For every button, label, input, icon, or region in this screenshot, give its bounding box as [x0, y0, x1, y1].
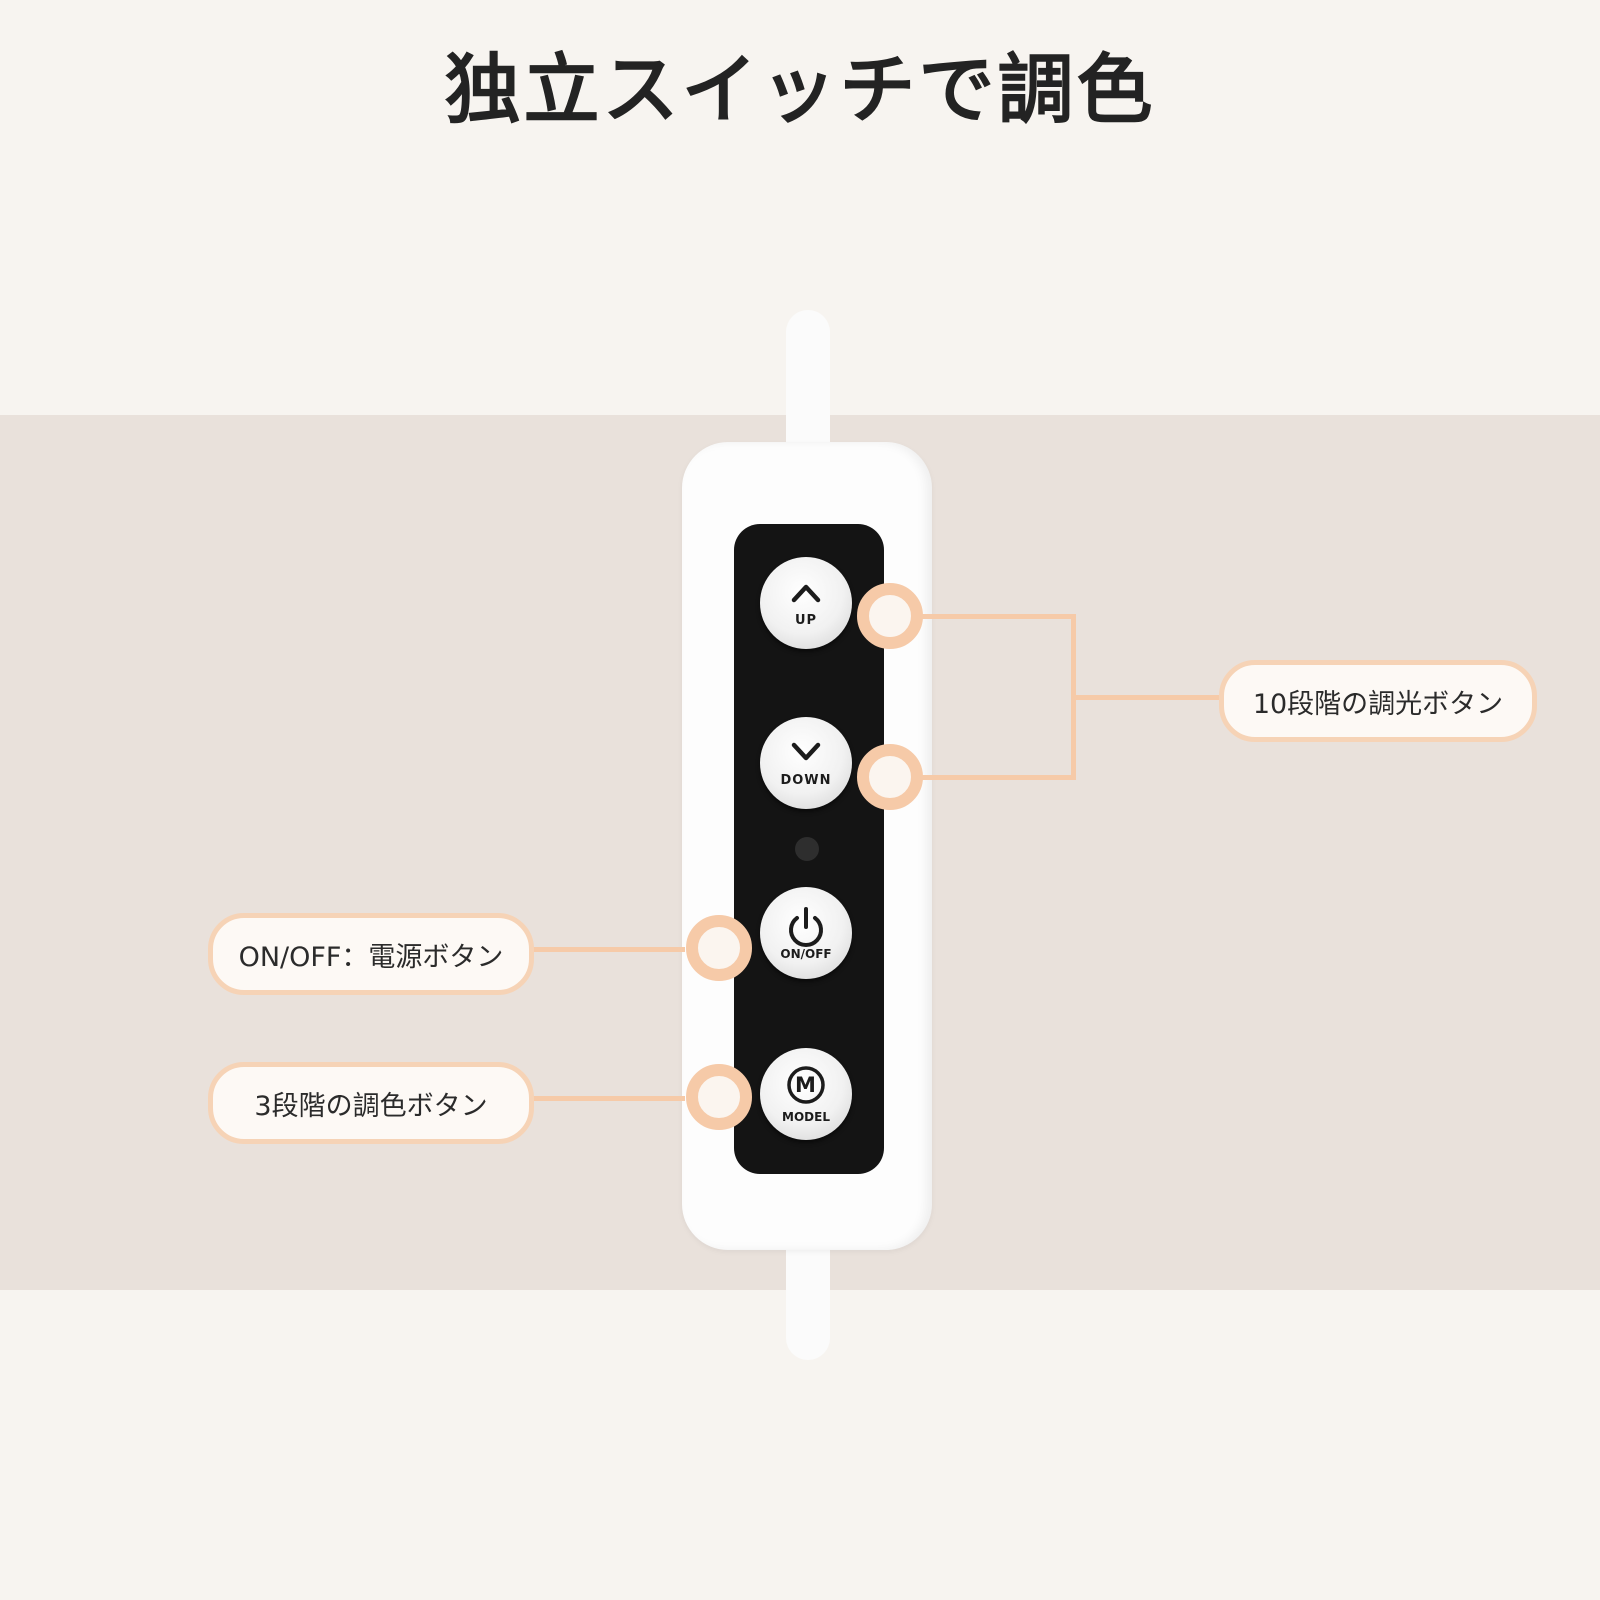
model-button[interactable]: M MODEL: [760, 1048, 852, 1140]
connector-line-power: [525, 947, 685, 952]
model-button-glyph: M: [795, 1073, 817, 1097]
connector-line-down: [920, 775, 1076, 780]
indicator-led: [795, 837, 819, 861]
callout-power: ON/OFF：電源ボタン: [208, 913, 534, 995]
callout-dimming: 10段階の調光ボタン: [1219, 660, 1537, 742]
mode-m-icon: [787, 1066, 825, 1104]
page-title: 独立スイッチで調色: [444, 45, 1156, 134]
indicator-dot-down: [857, 744, 923, 810]
cable-top: [786, 310, 830, 460]
power-button[interactable]: ON/OFF: [760, 887, 852, 979]
down-button-label: DOWN: [780, 773, 832, 788]
power-icon: [789, 907, 823, 947]
up-button-label: UP: [794, 613, 818, 628]
indicator-dot-color: [686, 1064, 752, 1130]
indicator-dot-up: [857, 583, 923, 649]
indicator-dot-power: [686, 915, 752, 981]
chevron-down-icon: [791, 742, 821, 761]
connector-line-bracket: [1071, 614, 1076, 780]
connector-line-up: [920, 614, 1076, 619]
up-button[interactable]: UP: [760, 557, 852, 649]
power-button-label: ON/OFF: [780, 947, 832, 961]
chevron-up-icon: [791, 584, 821, 603]
connector-line-color: [525, 1096, 685, 1101]
callout-color: 3段階の調色ボタン: [208, 1062, 534, 1144]
down-button[interactable]: DOWN: [760, 717, 852, 809]
model-button-label: MODEL: [782, 1110, 830, 1124]
cable-bottom: [786, 1240, 830, 1360]
connector-line-dimming: [1076, 695, 1224, 700]
